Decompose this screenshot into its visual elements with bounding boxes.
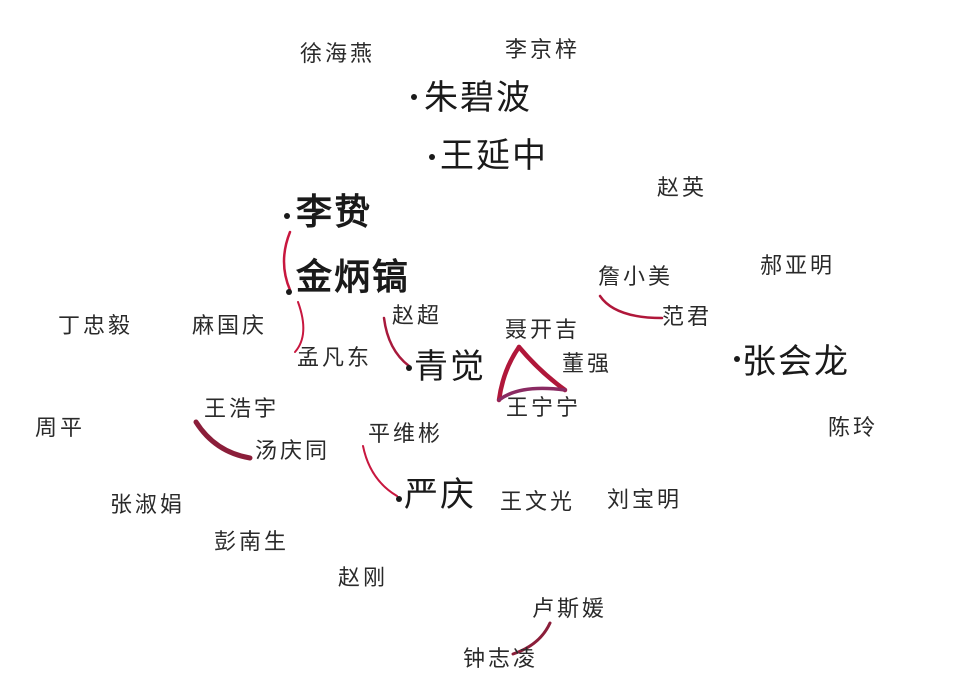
- node-label[interactable]: 周平: [35, 416, 86, 441]
- node-label[interactable]: 卢斯媛: [532, 597, 608, 622]
- node-dot: [284, 213, 290, 219]
- node-label[interactable]: 严庆: [404, 475, 476, 515]
- node-label[interactable]: 李贽: [296, 192, 373, 233]
- node-dot: [734, 356, 740, 362]
- node-dot: [429, 154, 435, 160]
- edge-zhao-chao-qing-jue: [382, 316, 411, 368]
- node-label[interactable]: 张淑娟: [110, 493, 186, 518]
- node-label[interactable]: 孟凡东: [297, 346, 373, 371]
- node-label[interactable]: 钟志凌: [463, 647, 539, 672]
- node-label[interactable]: 聂开吉: [505, 318, 581, 343]
- node-label[interactable]: 青觉: [414, 347, 486, 387]
- edge-wang-haoyu-tang-qingtong: [193, 419, 253, 461]
- node-dot: [396, 496, 402, 502]
- edge-lu-siyuan-zhong-zhiling: [511, 621, 552, 656]
- node-label[interactable]: 王文光: [500, 490, 576, 515]
- node-label[interactable]: 董强: [562, 352, 613, 377]
- edge-nie-kaiji-wang-ningning: [496, 344, 522, 403]
- node-dot: [406, 365, 412, 371]
- node-label[interactable]: 张会龙: [742, 342, 850, 382]
- edge-li-zhi-jin-binggao: [282, 230, 292, 292]
- node-label[interactable]: 平维彬: [368, 422, 444, 447]
- node-label[interactable]: 丁忠毅: [58, 314, 134, 339]
- node-label[interactable]: 范君: [662, 305, 713, 330]
- node-label[interactable]: 赵刚: [338, 566, 389, 591]
- node-label[interactable]: 赵英: [657, 176, 708, 201]
- node-label[interactable]: 汤庆同: [255, 439, 331, 464]
- node-label[interactable]: 刘宝明: [607, 488, 683, 513]
- node-label[interactable]: 王宁宁: [506, 396, 582, 421]
- node-label[interactable]: 王延中: [440, 136, 548, 176]
- edge-jin-binggao-meng-fandong: [294, 301, 305, 353]
- node-dot: [286, 289, 292, 295]
- edge-nie-kaiji-dong-qiang: [516, 344, 568, 393]
- node-label[interactable]: 王浩宇: [204, 397, 280, 422]
- node-label[interactable]: 赵超: [392, 304, 443, 329]
- node-label[interactable]: 麻国庆: [192, 314, 268, 339]
- edge-wang-ningning-dong-qiang: [497, 386, 567, 402]
- node-label[interactable]: 郝亚明: [760, 254, 836, 279]
- node-label[interactable]: 李京梓: [505, 38, 581, 63]
- edge-zhan-xiaomei-fan-jun: [598, 294, 664, 320]
- edge-ping-weibin-yan-qing: [362, 445, 398, 497]
- node-label[interactable]: 朱碧波: [424, 78, 532, 118]
- node-dot: [411, 94, 417, 100]
- node-label[interactable]: 金炳镐: [296, 257, 411, 298]
- node-label[interactable]: 徐海燕: [300, 42, 376, 67]
- node-label[interactable]: 陈玲: [828, 416, 879, 441]
- node-label[interactable]: 詹小美: [598, 265, 674, 290]
- node-label[interactable]: 彭南生: [214, 530, 290, 555]
